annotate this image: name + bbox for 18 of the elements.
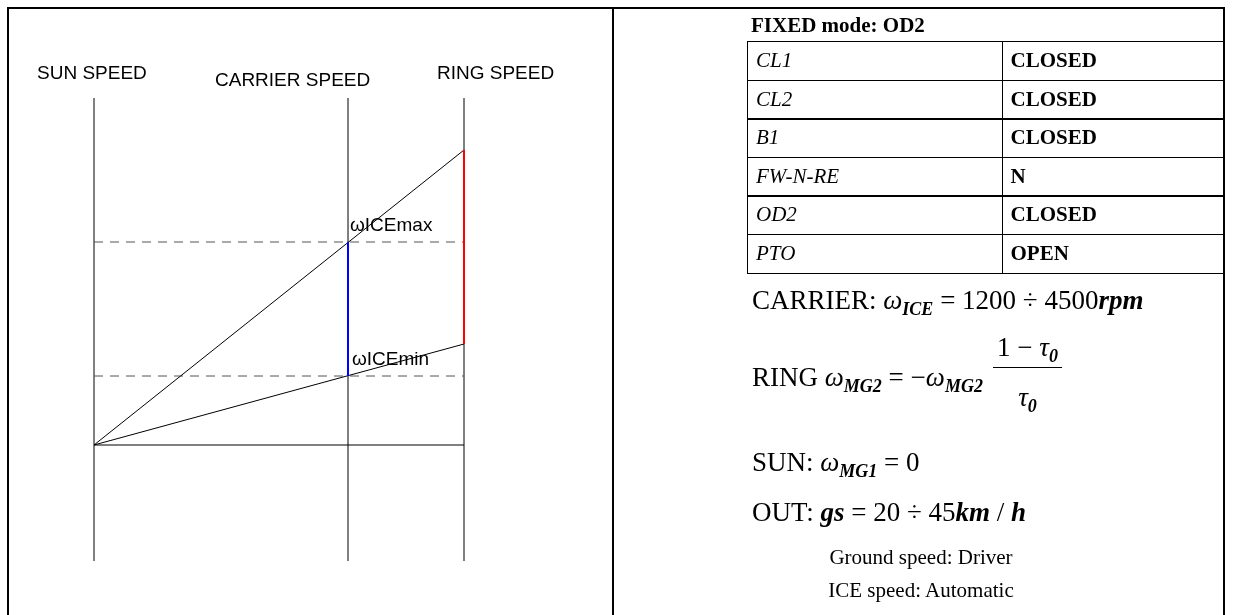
table-cell: CL2 xyxy=(747,79,1003,120)
table-cell: OD2 xyxy=(747,195,1003,235)
axis-title: SUN SPEED xyxy=(37,62,147,84)
table-header: FIXED mode: OD2 xyxy=(750,12,926,39)
axis-title: RING SPEED xyxy=(437,62,555,84)
formula: SUN: ω$_{MG1}$ = 0 xyxy=(752,447,920,483)
formula: CARRIER: ω$_{ICE}$ = 1200 ÷ 4500rpm xyxy=(752,285,1144,321)
formula: RING ω$_{MG2}$ = −ω$_{MG2}$ xyxy=(752,362,983,398)
note-text: Ground speed: Driver xyxy=(828,545,1014,570)
axis-title: CARRIER SPEED xyxy=(215,69,371,91)
table-cell: CL1 xyxy=(747,41,1003,81)
table-cell: B1 xyxy=(747,118,1003,158)
formula: OUT: gs = 20 ÷ 45km / h xyxy=(752,497,1027,528)
formula-numerator: 1 − τ$_{0}$ xyxy=(993,332,1062,369)
table-cell: PTO xyxy=(747,233,1003,274)
formula-denominator: τ$_{0}$ xyxy=(1017,382,1038,418)
table-cell: FW-N-RE xyxy=(747,156,1003,197)
note-text: ICE speed: Automatic xyxy=(827,578,1015,603)
